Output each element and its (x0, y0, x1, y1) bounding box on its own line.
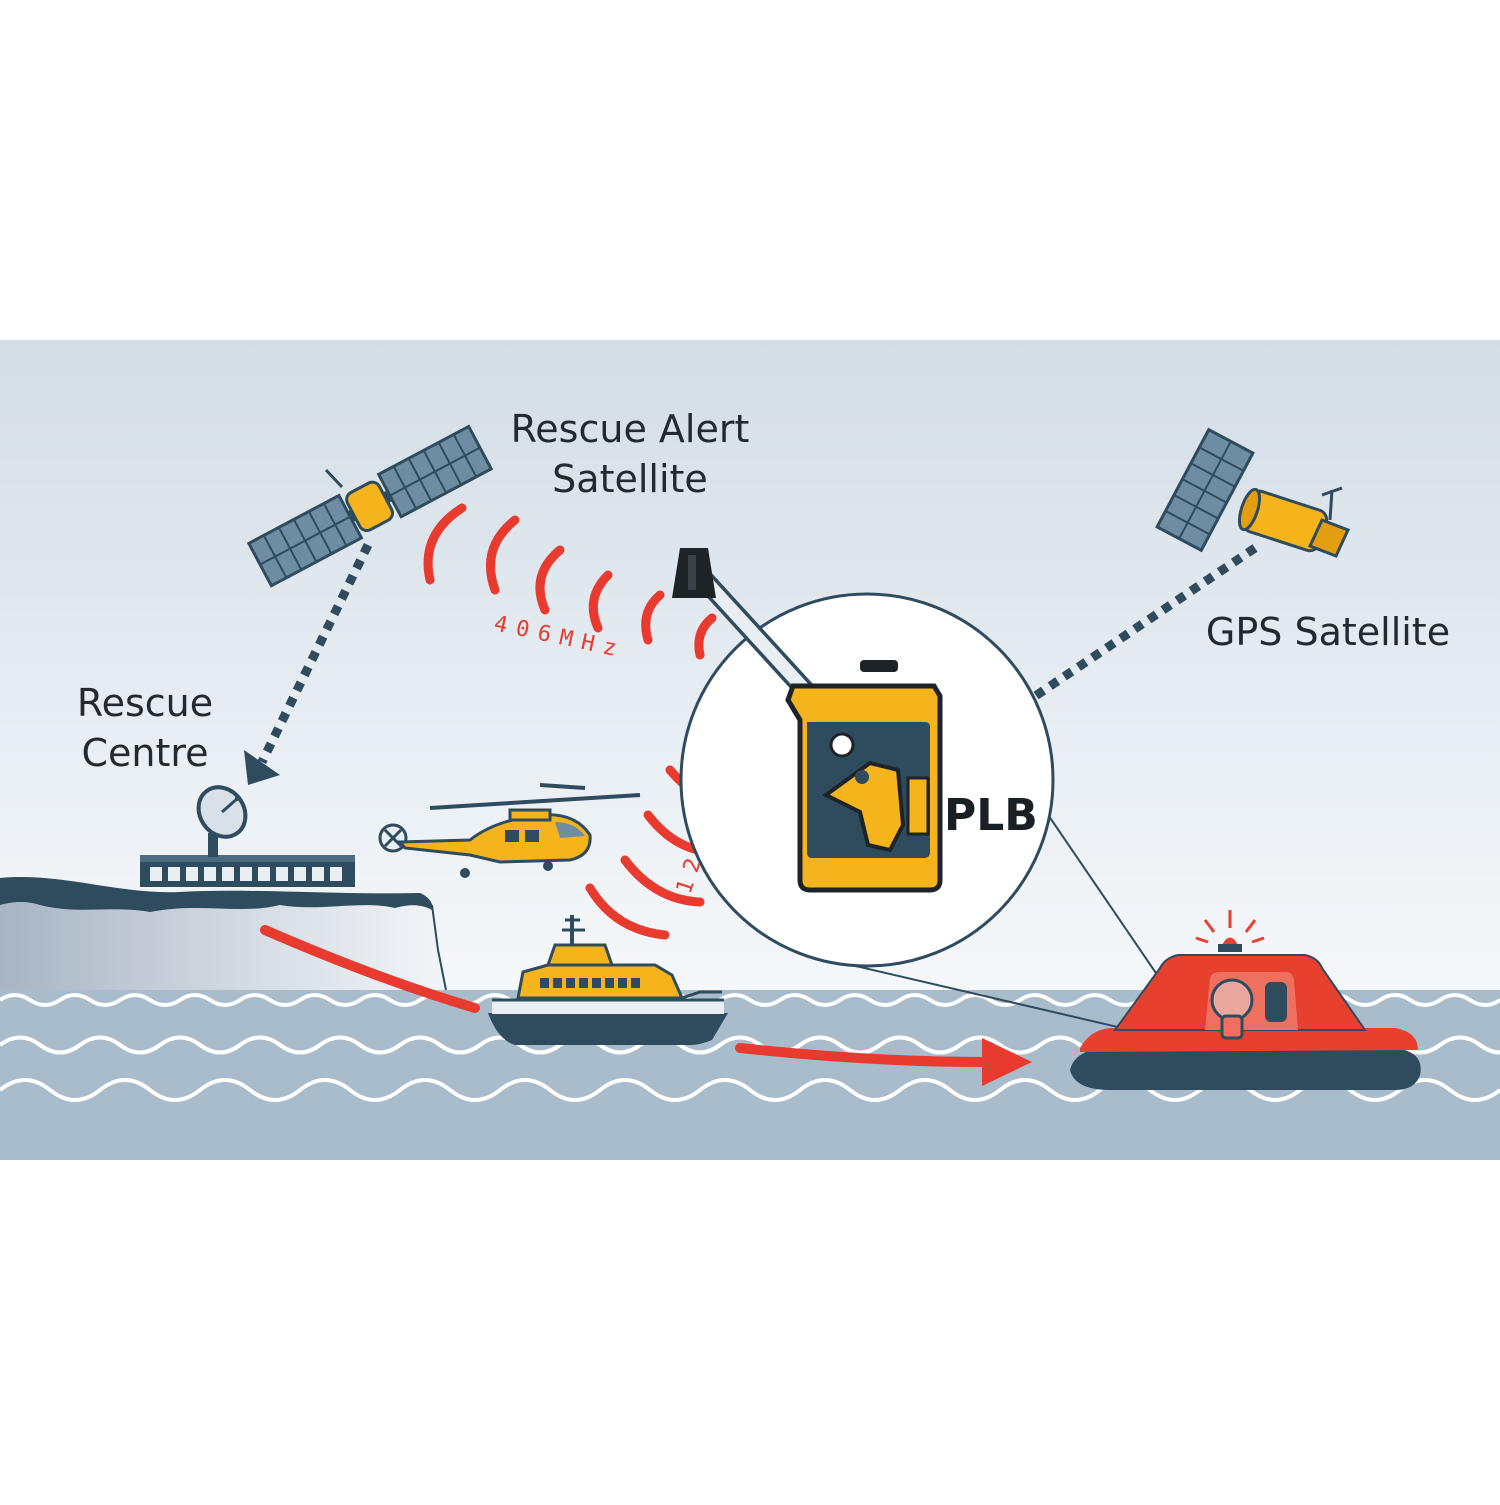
signal-406-arcs (423, 503, 717, 660)
rescue-centre-building (140, 855, 355, 887)
satellite-to-centre-link (244, 543, 373, 785)
rescue-path-arrows (260, 925, 1032, 1086)
radar-dish-icon (196, 785, 248, 857)
lifeboat-icon (488, 915, 728, 1045)
gps-satellite-icon (1155, 427, 1351, 558)
rescue-centre-label-1: Rescue (77, 681, 213, 725)
rescue-alert-satellite-label-2: Satellite (552, 457, 708, 501)
satellite-icon (246, 424, 494, 588)
plb-beacon-icon (672, 548, 943, 893)
gps-satellite-label: GPS Satellite (1206, 610, 1450, 654)
rescue-centre-label-2: Centre (81, 731, 208, 775)
helicopter-icon (378, 783, 641, 878)
plb-label: PLB (944, 790, 1038, 841)
rescue-alert-satellite-label-1: Rescue Alert (511, 407, 750, 451)
liferaft-icon (1070, 910, 1421, 1090)
